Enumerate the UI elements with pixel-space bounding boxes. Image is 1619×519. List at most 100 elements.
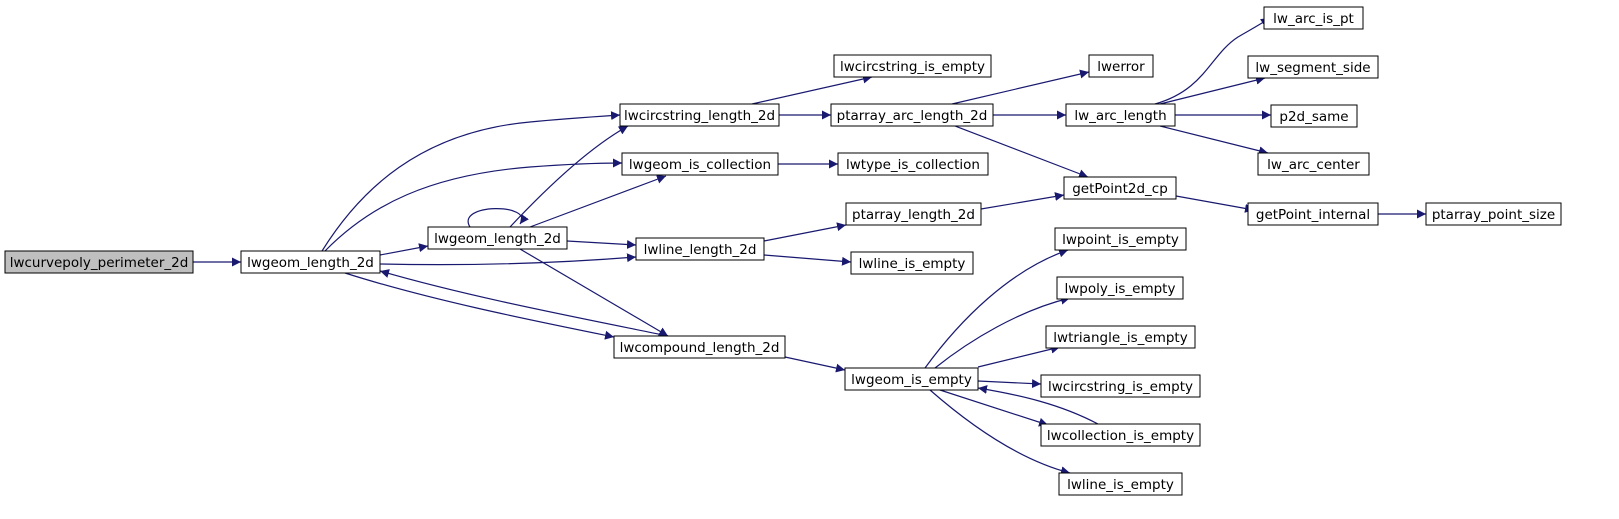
edge-lwgeom_is_empty-to-lwline_is_empty_bot	[929, 389, 1071, 476]
node-lwline-is-empty-bot[interactable]: lwline_is_empty	[1058, 472, 1183, 496]
node-label: ptarray_arc_length_2d	[837, 108, 988, 124]
node-label: lw_segment_side	[1255, 60, 1370, 76]
edge-lwcollection_is_empty-to-lwgeom_is_empty	[977, 385, 1099, 425]
node-label: lwtype_is_collection	[846, 157, 980, 173]
node-lwtype-is-collection[interactable]: lwtype_is_collection	[837, 152, 989, 176]
node-ptarray-arc-length-2d[interactable]: ptarray_arc_length_2d	[830, 103, 994, 127]
edge-ptarray_length_2d-to-getPoint2d_cp	[980, 192, 1065, 210]
node-lwerror[interactable]: lwerror	[1088, 54, 1154, 78]
edge-getPoint2d_cp-to-getPoint_internal	[1175, 195, 1255, 213]
node-lwpoly-is-empty[interactable]: lwpoly_is_empty	[1056, 276, 1184, 300]
node-label: lwline_is_empty	[859, 256, 966, 272]
node-box	[1247, 202, 1379, 226]
node-lw-arc-is-pt[interactable]: lw_arc_is_pt	[1263, 6, 1364, 30]
node-lwgeom-is-empty[interactable]: lwgeom_is_empty	[844, 367, 979, 391]
node-lwcompound-length-2d[interactable]: lwcompound_length_2d	[613, 335, 786, 359]
node-box	[830, 103, 994, 127]
node-label: getPoint2d_cp	[1072, 181, 1168, 197]
edge-lwgeom_length_2d_b-to-lwline_length_2d	[566, 239, 637, 249]
node-box	[1425, 202, 1562, 226]
node-box	[613, 335, 786, 359]
node-box	[619, 103, 780, 127]
node-box	[240, 250, 381, 274]
node-label: lwgeom_is_collection	[629, 157, 771, 173]
node-box	[1063, 176, 1177, 200]
edge-lwcompound_length_2d-to-lwgeom_is_empty	[784, 356, 846, 373]
node-lwpoint-is-empty[interactable]: lwpoint_is_empty	[1054, 227, 1187, 251]
node-getPoint-internal[interactable]: getPoint_internal	[1247, 202, 1379, 226]
edge-lwcircstring_length_2d-to-lwcircstring_is_empty_top	[751, 74, 873, 105]
node-box	[1088, 54, 1154, 78]
node-getPoint2d-cp[interactable]: getPoint2d_cp	[1063, 176, 1177, 200]
edge-lwgeom_length_2d_b-to-lwcompound_length_2d	[519, 248, 669, 337]
node-label: p2d_same	[1279, 109, 1348, 125]
node-box	[1040, 374, 1201, 398]
node-box	[427, 226, 568, 250]
node-lwgeom-length-2d-b[interactable]: lwgeom_length_2d	[427, 226, 568, 250]
node-box	[1257, 152, 1370, 176]
edge-lwgeom_length_2d_b-to-lwgeom_is_collection	[529, 174, 667, 228]
node-label: lwcircstring_is_empty	[1048, 379, 1193, 395]
node-box	[845, 202, 982, 226]
node-p2d-same[interactable]: p2d_same	[1270, 104, 1358, 128]
node-label: lwtriangle_is_empty	[1053, 330, 1187, 346]
node-ptarray-length-2d[interactable]: ptarray_length_2d	[845, 202, 982, 226]
node-lwgeom-length-2d[interactable]: lwgeom_length_2d	[240, 250, 381, 274]
node-box	[635, 237, 765, 261]
node-box	[1247, 55, 1379, 79]
node-label: lwcircstring_length_2d	[624, 108, 775, 124]
node-lwcircstring-length-2d[interactable]: lwcircstring_length_2d	[619, 103, 780, 127]
node-label: ptarray_point_size	[1432, 207, 1555, 223]
node-box	[844, 367, 979, 391]
edge-lwgeom_length_2d-to-lwline_length_2d	[379, 253, 637, 266]
node-label: lwgeom_length_2d	[434, 231, 561, 247]
node-box	[1040, 423, 1201, 447]
node-lwcurvepoly-perimeter-2d[interactable]: lwcurvepoly_perimeter_2d	[4, 250, 194, 274]
node-box	[1058, 472, 1183, 496]
edge-lwgeom_is_empty-to-lwtriangle_is_empty	[977, 344, 1061, 368]
edge-lwgeom_length_2d_b-to-lwcircstring_length_2d	[509, 125, 629, 228]
node-lwcircstring-is-empty-top[interactable]: lwcircstring_is_empty	[833, 54, 992, 78]
node-box	[1045, 325, 1196, 349]
node-box	[837, 152, 989, 176]
edges-layer	[193, 17, 1426, 476]
node-box	[4, 250, 194, 274]
edge-lw_arc_length-to-lw_segment_side	[1159, 75, 1266, 105]
node-label: lwcircstring_is_empty	[840, 59, 985, 75]
edge-lwgeom_length_2d_b-to-lwgeom_length_2d_b	[467, 208, 529, 228]
edge-lwgeom_length_2d-to-lwgeom_length_2d_b	[379, 243, 429, 256]
edge-lwcompound_length_2d-to-lwgeom_length_2d	[379, 269, 669, 337]
node-lwtriangle-is-empty[interactable]: lwtriangle_is_empty	[1045, 325, 1196, 349]
node-lw-arc-center[interactable]: lw_arc_center	[1257, 152, 1370, 176]
node-box	[850, 251, 974, 275]
node-label: lw_arc_center	[1267, 157, 1360, 173]
node-lwgeom-is-collection[interactable]: lwgeom_is_collection	[621, 152, 779, 176]
node-lw-segment-side[interactable]: lw_segment_side	[1247, 55, 1379, 79]
edge-lwgeom_length_2d-to-lwgeom_is_collection	[324, 158, 623, 252]
node-label: lwline_is_empty	[1067, 477, 1174, 493]
edge-ptarray_arc_length_2d-to-getPoint2d_cp	[954, 125, 1089, 178]
node-lwcircstring-is-empty-bot[interactable]: lwcircstring_is_empty	[1040, 374, 1201, 398]
edge-lw_arc_length-to-lw_arc_is_pt	[1154, 17, 1271, 105]
node-label: lw_arc_is_pt	[1273, 11, 1354, 27]
node-lw-arc-length[interactable]: lw_arc_length	[1065, 103, 1176, 127]
node-box	[1065, 103, 1176, 127]
edge-lwgeom_is_empty-to-lwcollection_is_empty	[939, 389, 1049, 427]
node-box	[1270, 104, 1358, 128]
node-label: lwpoint_is_empty	[1062, 232, 1179, 248]
node-label: ptarray_length_2d	[852, 207, 975, 223]
node-lwcollection-is-empty[interactable]: lwcollection_is_empty	[1040, 423, 1201, 447]
node-box	[1056, 276, 1184, 300]
node-box	[1054, 227, 1187, 251]
node-box	[1263, 6, 1364, 30]
node-ptarray-point-size[interactable]: ptarray_point_size	[1425, 202, 1562, 226]
node-label: lwgeom_length_2d	[247, 255, 374, 271]
edge-lwgeom_length_2d-to-lwcompound_length_2d	[344, 272, 615, 340]
node-label: getPoint_internal	[1256, 207, 1370, 223]
node-lwline-length-2d[interactable]: lwline_length_2d	[635, 237, 765, 261]
node-lwline-is-empty-mid[interactable]: lwline_is_empty	[850, 251, 974, 275]
node-box	[833, 54, 992, 78]
node-label: lwpoly_is_empty	[1065, 281, 1176, 297]
edge-lwgeom_is_empty-to-lwpoint_is_empty	[924, 248, 1069, 369]
node-label: lw_arc_length	[1074, 108, 1166, 124]
